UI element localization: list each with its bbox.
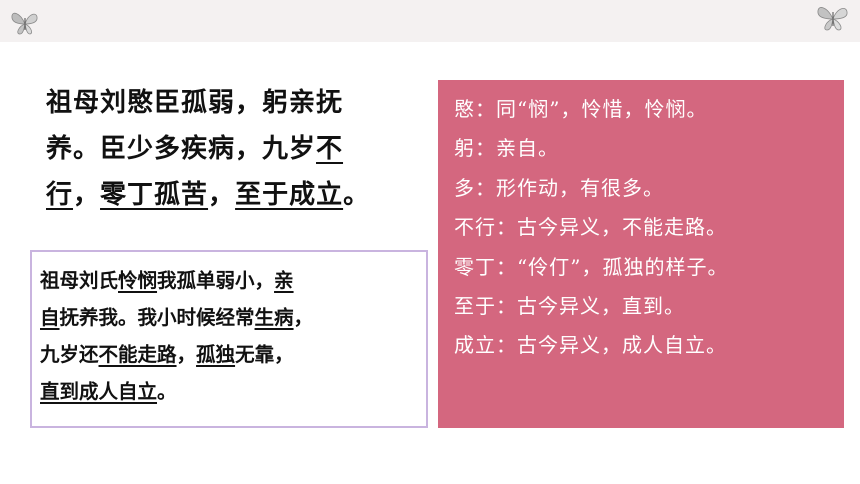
translation-line: 九岁还不能走路，孤独无靠， [40, 336, 426, 373]
underlined-phrase: 不能走路 [98, 343, 177, 366]
text-segment: 九岁还 [40, 343, 99, 366]
underlined-phrase: 自 [40, 306, 60, 329]
text-segment: ， [293, 306, 314, 329]
text-segment: 。 [157, 380, 177, 403]
translation-line: 自抚养我。我小时候经常生病， [40, 299, 426, 336]
note-item: 躬：亲自。 [454, 136, 559, 161]
note-item: 成立：古今异义，成人自立。 [454, 333, 727, 358]
text-segment: 。 [343, 180, 371, 210]
note-item: 零丁：“伶仃”，孤独的样子。 [454, 254, 729, 279]
header-band [0, 0, 860, 42]
underlined-phrase: 怜悯 [118, 269, 158, 292]
underlined-phrase: 不 [316, 134, 344, 164]
note-item: 多：形作动，有很多。 [454, 175, 664, 200]
text-segment: 抚养我。我小时候经常 [59, 306, 255, 329]
text-segment: 我孤单弱小， [157, 269, 275, 292]
note-item: 愍：同“悯”，怜惜，怜悯。 [454, 97, 708, 121]
original-text: 祖母刘愍臣孤弱，躬亲抚 养。臣少多疾病，九岁不 行，零丁孤苦，至于成立。 [46, 80, 438, 218]
underlined-phrase: 亲 [274, 269, 294, 292]
translation-box: 祖母刘氏怜悯我孤单弱小，亲 自抚养我。我小时候经常生病， 九岁还不能走路，孤独无… [30, 250, 428, 428]
underlined-phrase: 孤独 [196, 343, 236, 366]
text-segment: ， [208, 180, 236, 210]
text-segment: 祖母刘氏 [40, 269, 119, 292]
translation-line: 直到成人自立。 [40, 373, 426, 410]
butterfly-icon [11, 12, 38, 35]
text-segment: 祖母刘愍臣孤弱，躬亲抚 [46, 88, 344, 118]
original-line: 祖母刘愍臣孤弱，躬亲抚 [46, 80, 438, 126]
text-segment: ， [73, 180, 101, 210]
underlined-phrase: 生病 [254, 306, 294, 329]
underlined-phrase: 直到成人自立 [40, 380, 158, 403]
text-segment: 养。臣少多疾病，九岁 [46, 134, 317, 164]
note-item: 至于：古今异义，直到。 [454, 294, 685, 319]
note-item: 不行：古今异义，不能走路。 [454, 215, 727, 240]
original-line: 养。臣少多疾病，九岁不 [46, 126, 438, 172]
underlined-phrase: 零丁孤苦 [100, 180, 209, 210]
original-line: 行，零丁孤苦，至于成立。 [46, 172, 438, 218]
underlined-phrase: 至于成立 [235, 180, 344, 210]
translation-line: 祖母刘氏怜悯我孤单弱小，亲 [40, 262, 426, 299]
text-segment: ， [176, 343, 197, 366]
text-segment: 无靠， [235, 343, 294, 366]
underlined-phrase: 行 [46, 180, 74, 210]
notes-panel: 愍：同“悯”，怜惜，怜悯。 躬：亲自。 多：形作动，有很多。 不行：古今异义，不… [438, 80, 844, 428]
butterfly-icon [817, 7, 848, 31]
